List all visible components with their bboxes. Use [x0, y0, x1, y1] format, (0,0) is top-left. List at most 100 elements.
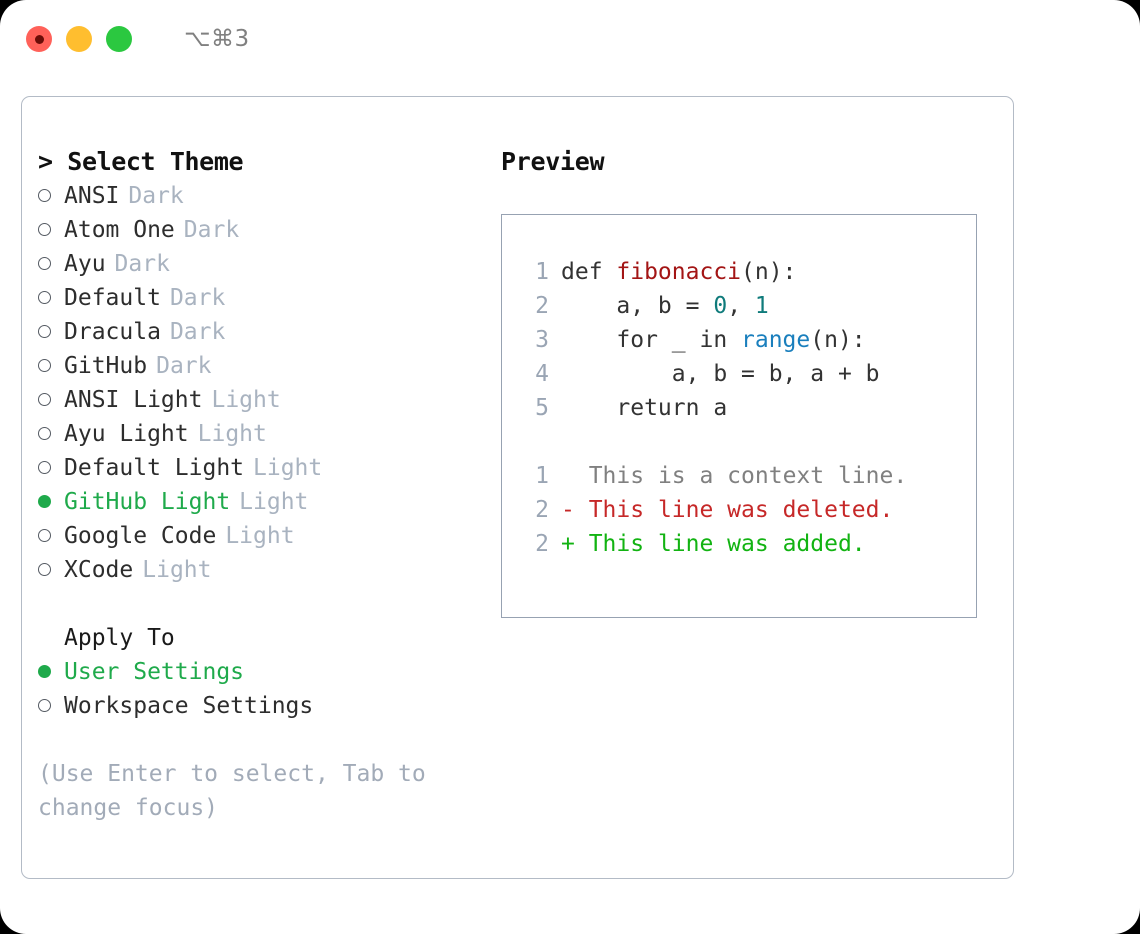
- code-line-content: a, b = 0, 1: [561, 289, 769, 323]
- line-number: 3: [535, 327, 549, 353]
- theme-option-label: Dracula: [64, 319, 161, 345]
- close-button[interactable]: [26, 26, 52, 52]
- apply-to-header: Apply To: [64, 625, 175, 651]
- apply-to-option-user-settings[interactable]: User Settings: [38, 655, 478, 689]
- radio-unselected-icon: [38, 552, 64, 586]
- line-number: 5: [535, 395, 549, 421]
- apply-to-option-workspace-settings[interactable]: Workspace Settings: [38, 689, 478, 723]
- diff-marker: [561, 459, 589, 493]
- theme-option-dracula[interactable]: Dracula Dark: [38, 315, 478, 349]
- code-line-content: a, b = b, a + b: [561, 357, 880, 391]
- apply-to-option-label: Workspace Settings: [64, 693, 314, 719]
- line-number: 4: [535, 361, 549, 387]
- radio-unselected-icon: [38, 382, 64, 416]
- code-token: (n):: [810, 327, 866, 353]
- minimize-button[interactable]: [66, 26, 92, 52]
- theme-variant-tag: Dark: [169, 319, 226, 345]
- radio-unselected-icon: [38, 314, 64, 348]
- code-line: 4 a, b = b, a + b: [515, 357, 976, 391]
- theme-option-label: Ayu Light: [64, 421, 189, 447]
- theme-option-label: GitHub Light: [64, 489, 231, 515]
- diff-text: This line was deleted.: [588, 497, 894, 523]
- code-token: for _ in: [616, 327, 742, 353]
- diff-text: This line was added.: [588, 531, 866, 557]
- theme-option-label: Default: [64, 285, 161, 311]
- diff-marker: -: [561, 497, 589, 523]
- code-token: return a: [616, 395, 728, 421]
- theme-option-github-light[interactable]: GitHub Light Light: [38, 485, 478, 519]
- apply-to-option-label: User Settings: [64, 659, 245, 685]
- theme-option-label: XCode: [64, 557, 134, 583]
- preview-title: Preview: [501, 147, 605, 176]
- select-theme-header: > Select Theme: [38, 147, 244, 176]
- theme-option-label: Google Code: [64, 523, 217, 549]
- keyboard-hint-text: (Use Enter to select, Tab to change focu…: [38, 761, 426, 821]
- radio-selected-icon: [38, 654, 64, 688]
- radio-selected-icon: [38, 484, 64, 518]
- radio-unselected-icon: [38, 212, 64, 246]
- radio-unselected-icon: [38, 246, 64, 280]
- code-line-content: return a: [561, 391, 727, 425]
- line-number: 1: [535, 259, 549, 285]
- theme-option-github[interactable]: GitHub Dark: [38, 349, 478, 383]
- theme-option-label: Atom One: [64, 217, 175, 243]
- code-line-content: for _ in range(n):: [561, 323, 866, 357]
- code-line: 1 def fibonacci(n):: [515, 255, 976, 289]
- code-line: 2 a, b = 0, 1: [515, 289, 976, 323]
- theme-variant-tag: Light: [239, 489, 309, 515]
- code-token: a, b = b, a + b: [671, 361, 880, 387]
- radio-unselected-icon: [38, 688, 64, 722]
- theme-variant-tag: Light: [253, 455, 323, 481]
- theme-variant-tag: Dark: [114, 251, 170, 277]
- code-token: a, b =: [616, 293, 714, 319]
- code-token: 1: [754, 293, 769, 319]
- theme-option-ayu[interactable]: Ayu Dark: [38, 247, 478, 281]
- theme-option-label: GitHub: [64, 353, 148, 379]
- diff-sample: 1 This is a context line. 2- This line wa…: [515, 459, 976, 561]
- line-number: 2: [535, 497, 549, 523]
- keyboard-shortcut-label: ⌥⌘3: [184, 26, 250, 52]
- theme-variant-tag: Light: [211, 387, 281, 413]
- theme-option-label: ANSI Light: [64, 387, 203, 413]
- line-number: 2: [535, 531, 549, 557]
- theme-option-label: Ayu: [64, 251, 106, 277]
- code-line: 3 for _ in range(n):: [515, 323, 976, 357]
- radio-unselected-icon: [38, 178, 64, 212]
- diff-line-added: 2 + This line was added.: [515, 527, 976, 561]
- diff-line-context: 1 This is a context line.: [515, 459, 976, 493]
- code-token: fibonacci: [616, 259, 742, 285]
- radio-unselected-icon: [38, 348, 64, 382]
- diff-marker: +: [561, 531, 589, 557]
- line-number: 1: [535, 463, 549, 489]
- code-line-content: def fibonacci(n):: [561, 255, 796, 289]
- theme-option-ayu-light[interactable]: Ayu Light Light: [38, 417, 478, 451]
- maximize-button[interactable]: [106, 26, 132, 52]
- theme-option-ansi-light[interactable]: ANSI Light Light: [38, 383, 478, 417]
- code-line: 5 return a: [515, 391, 976, 425]
- theme-option-atom-one[interactable]: Atom One Dark: [38, 213, 478, 247]
- radio-unselected-icon: [38, 416, 64, 450]
- code-token: def: [561, 259, 617, 285]
- theme-variant-tag: Light: [197, 421, 267, 447]
- radio-unselected-icon: [38, 450, 64, 484]
- theme-variant-tag: Dark: [156, 353, 212, 379]
- diff-text: This is a context line.: [588, 463, 908, 489]
- radio-unselected-icon: [38, 518, 64, 552]
- theme-variant-tag: Dark: [183, 217, 240, 243]
- radio-unselected-icon: [38, 280, 64, 314]
- title-bar: ⌥⌘3: [0, 0, 1140, 78]
- theme-variant-tag: Dark: [128, 183, 184, 209]
